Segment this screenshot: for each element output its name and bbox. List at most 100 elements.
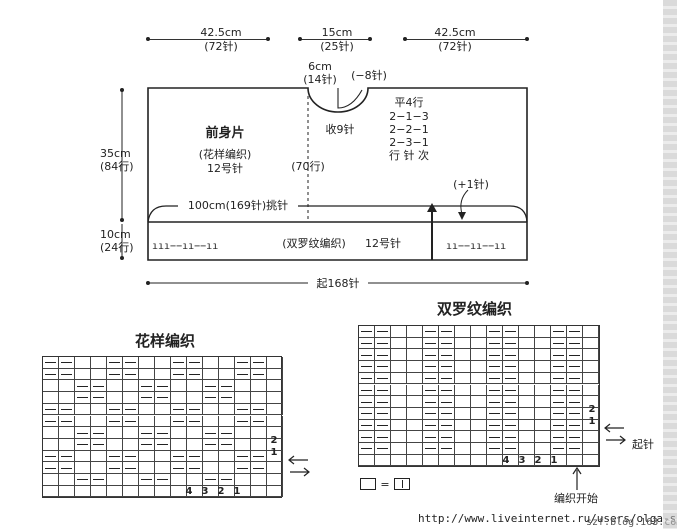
- chart-cell: [487, 419, 503, 432]
- purl-mark: [505, 378, 516, 380]
- chart-cell: [219, 462, 235, 474]
- chart-cell: [471, 407, 487, 420]
- chart-right-cast-on: 起针: [632, 438, 654, 451]
- chart-cell: [391, 454, 407, 467]
- chart-cell: [487, 443, 503, 455]
- purl-mark: [173, 362, 184, 364]
- purl-mark: [173, 455, 184, 457]
- purl-mark: [425, 343, 436, 345]
- purl-mark: [553, 448, 564, 450]
- purl-mark: [569, 378, 580, 380]
- chart-cell: [407, 384, 423, 397]
- chart-cell: [487, 349, 503, 362]
- top-dim-right-cm: 42.5cm: [434, 26, 476, 39]
- purl-mark: [425, 401, 436, 403]
- chart-cell: [251, 380, 267, 393]
- chart-cell: [267, 415, 283, 428]
- chart-cell: [551, 337, 567, 350]
- chart-cell: [59, 392, 75, 404]
- chart-cell: [391, 337, 407, 350]
- chart-cell: [59, 380, 75, 393]
- chart-cell: [423, 431, 439, 443]
- scan-edge: [663, 0, 677, 529]
- chart-cell: [583, 419, 599, 432]
- purl-mark: [361, 378, 372, 380]
- chart-cell: [139, 357, 155, 369]
- chart-cell: [107, 357, 123, 369]
- chart-cell: [423, 384, 439, 397]
- chart-cell: [535, 326, 551, 338]
- chart-cell: [267, 403, 283, 416]
- chart-cell: [171, 380, 187, 393]
- chart-cell: [235, 415, 251, 428]
- chart-cell: [535, 419, 551, 432]
- chart-cell: [75, 450, 91, 463]
- chart-cell: [375, 384, 391, 397]
- chart-cell: [519, 407, 535, 420]
- chart-cell: [43, 474, 59, 486]
- purl-mark: [441, 401, 452, 403]
- chart-cell: [359, 407, 375, 420]
- chart-cell: [91, 380, 107, 393]
- chart-cell: [75, 415, 91, 428]
- chart-cell: [171, 392, 187, 404]
- purl-mark: [489, 343, 500, 345]
- purl-mark: [45, 362, 56, 364]
- chart-cell: [43, 485, 59, 498]
- purl-mark: [45, 420, 56, 422]
- chart-cell: [267, 357, 283, 369]
- source-url[interactable]: http://www.liveinternet.ru/users/olga-sa…: [418, 512, 677, 525]
- chart-cell: [43, 368, 59, 381]
- chart-cell: [267, 380, 283, 393]
- chart-cell: [439, 361, 455, 373]
- chart-cell: [203, 403, 219, 416]
- chart-cell: [107, 450, 123, 463]
- chart-cell: [251, 415, 267, 428]
- chart-cell: [43, 380, 59, 393]
- chart-cell: [439, 372, 455, 385]
- purl-mark: [377, 413, 388, 415]
- chart-cell: [267, 450, 283, 463]
- chart-cell: [107, 403, 123, 416]
- left-dim-rib-rows: (24行): [100, 241, 134, 254]
- chart-cell: [251, 427, 267, 439]
- chart-cell: [107, 368, 123, 381]
- chart-cell: [439, 407, 455, 420]
- chart-cell: [155, 474, 171, 486]
- purl-mark: [61, 455, 72, 457]
- chart-cell: [535, 443, 551, 455]
- chart-cell: [487, 361, 503, 373]
- purl-mark: [205, 385, 216, 387]
- chart-cell: [583, 337, 599, 350]
- chart-cell: [251, 474, 267, 486]
- purl-mark: [77, 385, 88, 387]
- chart-cell: [203, 438, 219, 451]
- chart-cell: [535, 407, 551, 420]
- dim-dot: [368, 37, 372, 41]
- chart-cell: [503, 396, 519, 408]
- chart-cell: [439, 431, 455, 443]
- chart-cell: [139, 450, 155, 463]
- purl-mark: [441, 413, 452, 415]
- chart-cell: [187, 450, 203, 463]
- purl-mark: [553, 378, 564, 380]
- chart-cell: [203, 485, 219, 498]
- chart-cell: [407, 372, 423, 385]
- chart-cell: [503, 326, 519, 338]
- chart-right-row-1: 1: [588, 416, 596, 427]
- purl-mark: [45, 455, 56, 457]
- chart-cell: [75, 392, 91, 404]
- chart-cell: [59, 357, 75, 369]
- purl-mark: [173, 409, 184, 411]
- purl-mark: [505, 413, 516, 415]
- chart-cell: [423, 361, 439, 373]
- purl-mark: [425, 413, 436, 415]
- chart-cell: [359, 431, 375, 443]
- chart-cell: [551, 349, 567, 362]
- neck-decrease: 收9针: [325, 123, 355, 136]
- purl-mark: [125, 455, 136, 457]
- chart-cell: [519, 326, 535, 338]
- chart-cell: [455, 407, 471, 420]
- purl-mark: [253, 374, 264, 376]
- chart-cell: [391, 361, 407, 373]
